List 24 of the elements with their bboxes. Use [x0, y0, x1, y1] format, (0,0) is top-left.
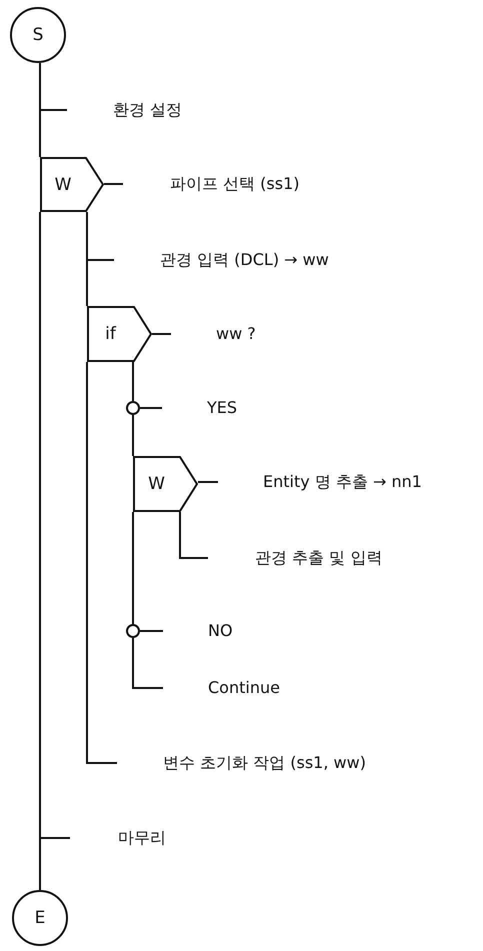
flow-line: [132, 512, 134, 624]
flow-line: [39, 212, 41, 890]
terminal-circle: E: [12, 890, 68, 946]
statement-text: 관경 입력 (DCL) → ww: [160, 250, 329, 270]
statement-text: 파이프 선택 (ss1): [170, 174, 300, 194]
flow-line: [86, 212, 88, 306]
statement-text: Continue: [208, 678, 280, 698]
condition-pentagon: if: [87, 306, 152, 362]
loop-pentagon: W: [40, 157, 104, 212]
statement-text: ww ?: [216, 324, 256, 344]
statement-text: NO: [208, 621, 233, 641]
statement-text: YES: [207, 398, 238, 418]
branch-circle: [126, 401, 140, 415]
terminal-circle: S: [10, 7, 66, 63]
statement-text: 변수 초기화 작업 (ss1, ww): [163, 753, 366, 773]
statement-text: 관경 추출 및 입력: [255, 548, 382, 568]
flow-line: [132, 362, 134, 401]
statement-text: Entity 명 추출 → nn1: [263, 472, 422, 492]
statement-text: 마무리: [118, 828, 166, 848]
statement-text: 환경 설정: [113, 100, 182, 120]
loop-pentagon: W: [133, 456, 198, 512]
branch-circle: [126, 624, 140, 638]
flow-line: [132, 415, 134, 456]
flow-line: [39, 63, 41, 157]
